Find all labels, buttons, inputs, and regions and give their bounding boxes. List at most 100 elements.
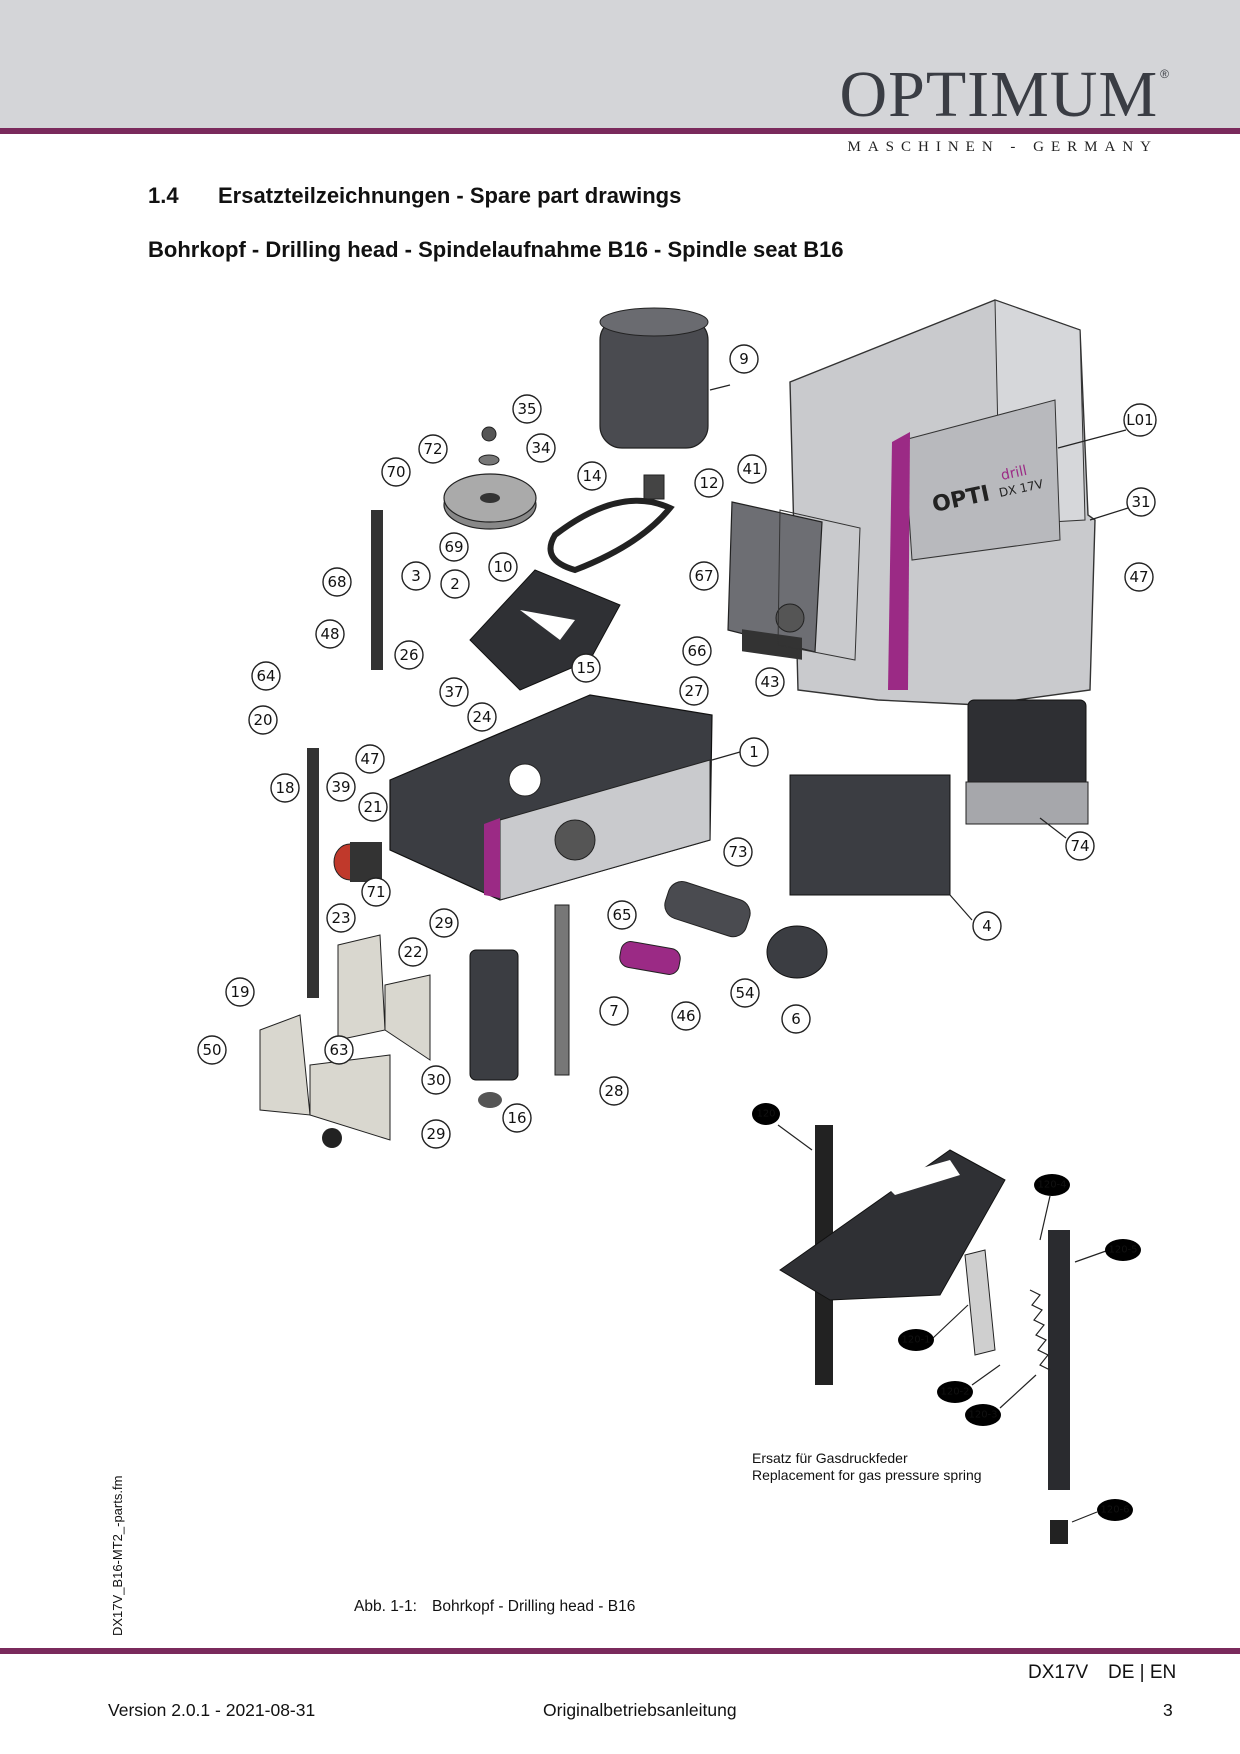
svg-text:22: 22 — [403, 943, 422, 961]
motor-housing: OPTI drill DX 17V — [789, 299, 1096, 706]
svg-text:19: 19 — [230, 983, 249, 1001]
side-file-name: DX17V_B16-MT2_-parts.fm — [110, 1475, 125, 1636]
svg-text:23: 23 — [331, 909, 350, 927]
header-rule — [0, 128, 1240, 134]
svg-text:16: 16 — [507, 1109, 526, 1127]
callout-2: 2 — [440, 569, 470, 599]
svg-text:31: 31 — [1131, 493, 1150, 511]
svg-text:4: 4 — [982, 917, 992, 935]
svg-text:46: 46 — [676, 1007, 695, 1025]
svg-text:15: 15 — [576, 659, 595, 677]
svg-text:64: 64 — [256, 667, 275, 685]
motor-cylinder — [599, 307, 709, 500]
svg-text:12: 12 — [699, 474, 718, 492]
page-number: 3 — [1163, 1700, 1173, 1720]
footer-languages: DE | EN — [1108, 1662, 1177, 1683]
callout-69: 69 — [439, 532, 469, 562]
svg-text:54: 54 — [735, 984, 754, 1002]
svg-text:63: 63 — [329, 1041, 348, 1059]
callout-l01: L01 — [1057, 403, 1157, 449]
callout-18: 18 — [270, 773, 300, 803]
svg-text:14: 14 — [582, 467, 601, 485]
logo-text: OPTIMUM — [839, 58, 1159, 131]
callout-41: 41 — [737, 454, 767, 484]
callout-48: 48 — [315, 619, 345, 649]
svg-text:37: 37 — [444, 683, 463, 701]
svg-text:26: 26 — [399, 646, 418, 664]
callout-10: 10 — [488, 552, 518, 582]
svg-text:47: 47 — [360, 750, 379, 768]
callout-7: 7 — [599, 996, 629, 1026]
callout-4: 4 — [949, 894, 1002, 941]
svg-text:71: 71 — [366, 883, 385, 901]
callout-63: 63 — [324, 1035, 354, 1065]
callout-1: 1 — [711, 737, 769, 767]
callout-31: 31 — [1089, 487, 1156, 521]
section-heading: 1.4 Ersatzteilzeichnungen - Spare part dr… — [148, 183, 681, 209]
svg-text:120-5: 120-5 — [1108, 1245, 1137, 1256]
footer-document-title: Originalbetriebsanleitung — [543, 1700, 737, 1720]
callout-22: 22 — [398, 937, 428, 967]
svg-text:74: 74 — [1070, 837, 1089, 855]
logo-subtitle: MASCHINEN - GERMANY — [847, 139, 1158, 155]
svg-text:34: 34 — [531, 439, 550, 457]
svg-text:7: 7 — [609, 1002, 619, 1020]
control-panel — [727, 501, 861, 661]
svg-text:41: 41 — [742, 460, 761, 478]
footer-version: Version 2.0.1 - 2021-08-31 — [108, 1700, 316, 1720]
section-title: Ersatzteilzeichnungen - Spare part drawi… — [218, 183, 682, 208]
callout-12: 12 — [694, 468, 724, 498]
svg-text:2: 2 — [450, 575, 460, 593]
caption-label: Abb. 1-1: — [354, 1598, 417, 1615]
callout-120-3: 120-3 — [965, 1374, 1037, 1426]
svg-text:29: 29 — [434, 914, 453, 932]
svg-text:70: 70 — [386, 463, 405, 481]
svg-text:21: 21 — [363, 798, 382, 816]
callout-14: 14 — [577, 461, 607, 491]
gas-spring — [371, 510, 383, 670]
callout-24: 24 — [467, 702, 497, 732]
callout-39: 39 — [326, 772, 356, 802]
svg-text:68: 68 — [327, 573, 346, 591]
callout-29-top: 29 — [429, 908, 459, 938]
pulley-and-belt — [443, 426, 675, 574]
callout-21: 21 — [358, 792, 388, 822]
chuck-guard-22 — [337, 934, 431, 1061]
head-casting — [389, 694, 713, 901]
emergency-switch — [333, 842, 382, 882]
callout-65: 65 — [607, 900, 637, 930]
section-number: 1.4 — [148, 183, 179, 208]
svg-text:120-1: 120-1 — [901, 1335, 930, 1346]
caption-text: Bohrkopf - Drilling head - B16 — [432, 1598, 636, 1615]
callout-20: 20 — [248, 705, 278, 735]
callout-35: 35 — [512, 394, 542, 424]
callout-73: 73 — [723, 837, 753, 867]
callout-71: 71 — [361, 877, 391, 907]
callout-37: 37 — [439, 677, 469, 707]
svg-text:L01: L01 — [1126, 411, 1153, 429]
svg-text:43: 43 — [760, 673, 779, 691]
svg-text:30: 30 — [426, 1071, 445, 1089]
svg-text:24: 24 — [472, 708, 491, 726]
callout-47-left: 47 — [355, 744, 385, 774]
callout-120-6: 120-6 — [1071, 1499, 1133, 1523]
feed-mechanism — [619, 881, 828, 979]
callout-120-4: 120-4 — [1034, 1174, 1070, 1241]
callout-46: 46 — [671, 1001, 701, 1031]
callout-120-1: 120-1 — [898, 1304, 969, 1351]
svg-text:28: 28 — [604, 1082, 623, 1100]
svg-text:72: 72 — [423, 440, 442, 458]
svg-text:69: 69 — [444, 538, 463, 556]
svg-text:47: 47 — [1129, 568, 1148, 586]
replacement-note: Ersatz für Gasdruckfeder Replacement for… — [752, 1450, 982, 1484]
svg-text:35: 35 — [517, 400, 536, 418]
callout-28: 28 — [599, 1076, 629, 1106]
svg-text:67: 67 — [694, 567, 713, 585]
svg-text:9: 9 — [739, 350, 749, 368]
svg-text:73: 73 — [728, 843, 747, 861]
svg-text:65: 65 — [612, 906, 631, 924]
callout-50: 50 — [197, 1035, 227, 1065]
callout-29-bottom: 29 — [421, 1119, 451, 1149]
spring-replacement-kit — [779, 1125, 1070, 1544]
callout-19: 19 — [225, 977, 255, 1007]
